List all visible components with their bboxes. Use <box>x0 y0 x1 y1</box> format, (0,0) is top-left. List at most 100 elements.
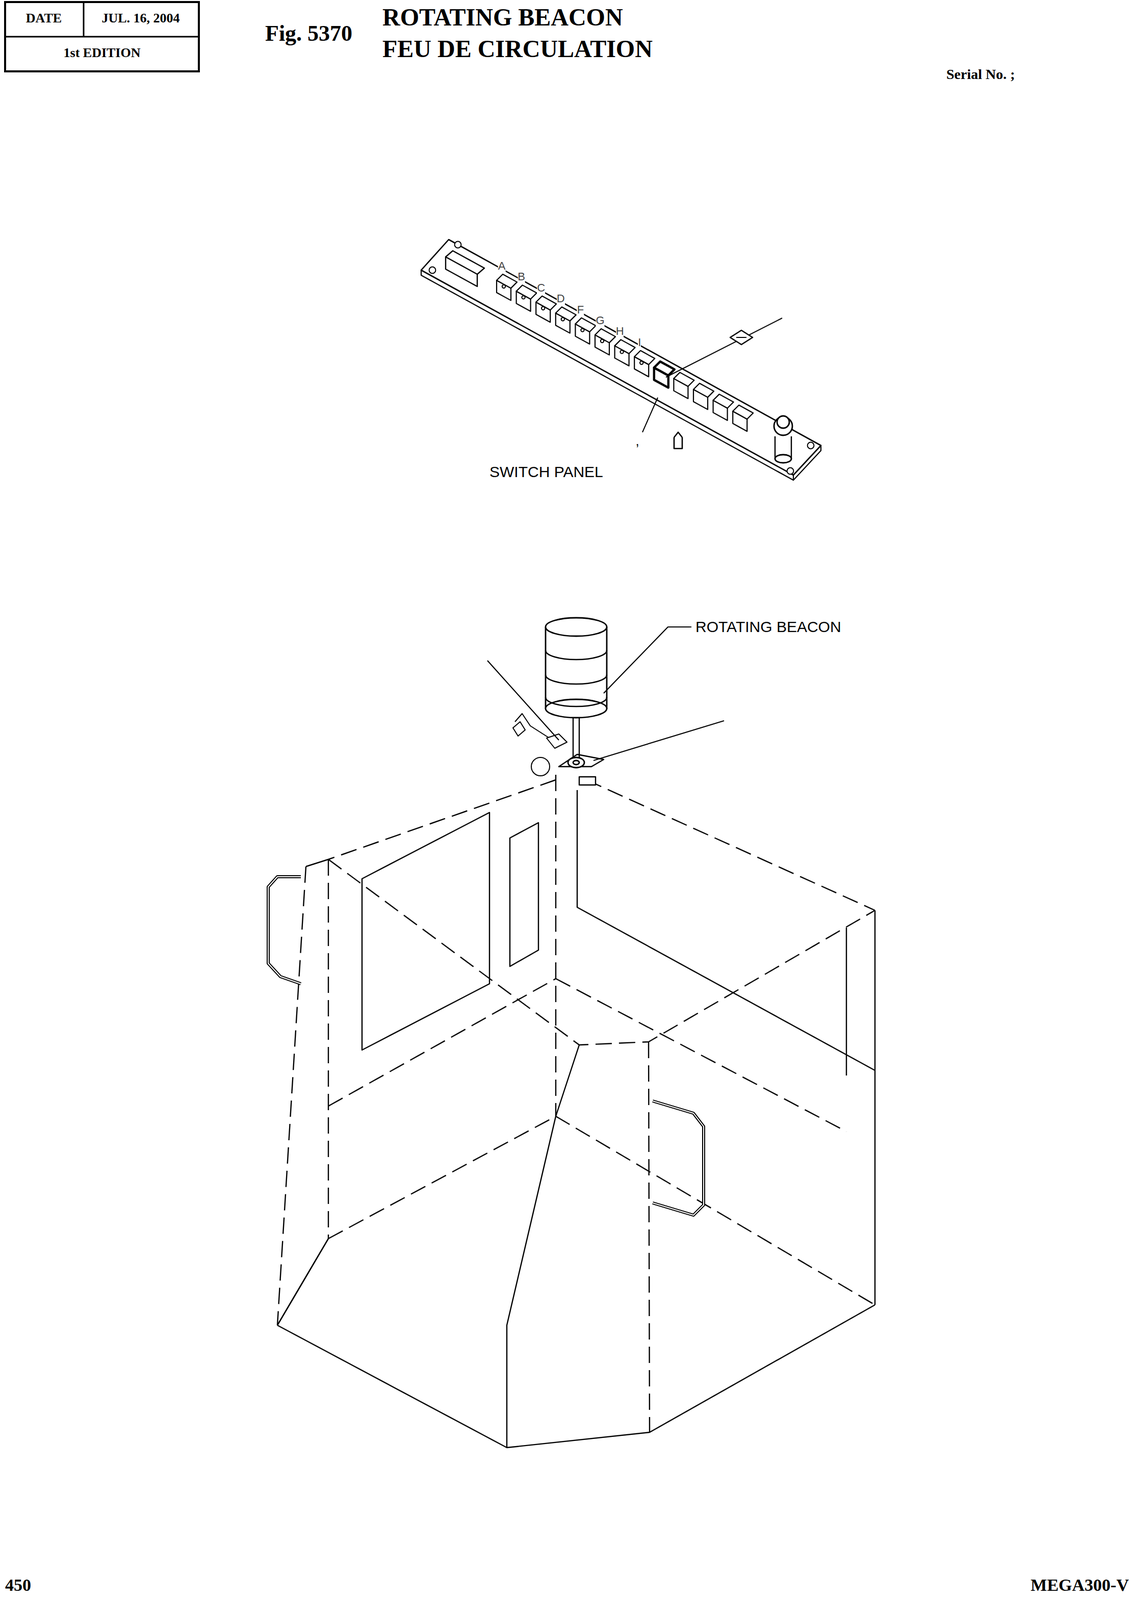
hole <box>807 442 815 450</box>
switch-cap-icon <box>736 337 747 339</box>
rocker-switch <box>535 296 557 311</box>
leader-line <box>487 660 559 741</box>
rocker-switch <box>595 328 616 343</box>
switch-letter: C <box>536 281 546 295</box>
switch-letter: G <box>595 314 605 327</box>
panel-knob <box>777 416 790 429</box>
cab-outline <box>328 1116 875 1306</box>
switch-letter: I <box>637 336 641 349</box>
switch-symbol <box>580 328 584 332</box>
connector <box>546 734 567 749</box>
connector <box>512 721 526 737</box>
cab-outline <box>555 978 847 1132</box>
table-cell: DATE <box>26 10 62 27</box>
roof-hole <box>531 757 550 777</box>
hole <box>787 468 794 475</box>
mark: , <box>635 433 639 450</box>
handrail <box>652 1101 704 1216</box>
figure-title: ROTATING BEACON <box>382 3 624 32</box>
model-name: MEGA300-V <box>1030 1575 1129 1596</box>
bulb-icon <box>674 432 683 438</box>
figure-number: Fig. 5370 <box>265 20 353 47</box>
switch-symbol <box>541 306 545 311</box>
beacon-stem <box>578 713 580 760</box>
cab-outline <box>277 866 306 1326</box>
washer <box>573 760 580 765</box>
switch-panel-edge <box>421 270 794 481</box>
serial-note: Serial No. ; <box>946 66 1016 83</box>
table-cell: 1st EDITION <box>63 45 141 61</box>
cab-outline <box>328 780 556 860</box>
panel-knob <box>775 454 792 463</box>
cab-outline <box>845 927 847 1076</box>
bulb-icon <box>674 437 683 449</box>
cab-outline <box>577 790 875 1071</box>
rocker-switch <box>634 350 655 365</box>
cab-outline <box>506 1045 580 1449</box>
beacon-body <box>545 699 607 718</box>
cab-outline <box>277 1239 329 1326</box>
handrail <box>652 1101 704 1216</box>
beacon-bracket <box>579 777 596 786</box>
cab-outline <box>555 775 557 1117</box>
switch-symbol <box>521 295 525 299</box>
leader-line <box>642 397 658 433</box>
part-name: SWITCH PANEL <box>489 463 604 482</box>
rocker-switch <box>732 405 754 420</box>
rocker-switch <box>575 318 596 332</box>
beacon-band <box>545 675 607 685</box>
switch-letter: D <box>556 292 565 306</box>
part-name: ROTATING BEACON <box>695 618 842 637</box>
rocker-switch <box>673 372 694 387</box>
table-cell: JUL. 16, 2004 <box>101 10 180 27</box>
beacon-body <box>545 627 607 709</box>
leader-line <box>603 627 692 694</box>
rocker-switch <box>693 383 714 398</box>
hole <box>429 267 436 274</box>
page-number: 450 <box>5 1575 32 1596</box>
beacon-top <box>545 617 607 637</box>
rocker-switch <box>555 306 577 321</box>
panel-window <box>445 250 485 275</box>
rocker-switch <box>614 339 636 354</box>
table-rule <box>5 36 199 38</box>
switch-letter: H <box>615 325 625 339</box>
cab-outline <box>277 1305 875 1449</box>
cab-outline <box>277 1239 329 1326</box>
date-box <box>5 2 199 72</box>
beacon-band <box>545 650 607 660</box>
hole <box>454 241 462 249</box>
switch-panel-plate <box>421 239 821 476</box>
switch-symbol <box>620 350 624 354</box>
switch-cap-icon <box>730 330 753 345</box>
cab-window <box>362 812 490 1051</box>
beacon-band <box>545 697 607 707</box>
cab-window <box>509 822 539 967</box>
figure-title: FEU DE CIRCULATION <box>382 34 653 63</box>
cab-outline <box>648 1042 650 1433</box>
switch-letter: B <box>517 270 526 284</box>
table-rule <box>83 2 85 37</box>
washer <box>568 757 585 768</box>
cab-outline <box>874 910 876 1306</box>
cab-outline <box>586 780 875 911</box>
cab-outline <box>327 859 329 1240</box>
switch-symbol <box>639 361 643 365</box>
rocker-switch <box>713 394 734 408</box>
cab-outline <box>328 859 875 1046</box>
beacon-stem <box>572 713 574 760</box>
switch-panel-edge <box>793 445 821 481</box>
switch-symbol <box>600 339 604 343</box>
leader-line <box>593 720 725 761</box>
rocker-switch <box>654 361 675 376</box>
switch-symbol <box>561 317 565 321</box>
switch-letter: A <box>498 259 506 273</box>
switch-symbol <box>502 285 506 289</box>
rocker-switch <box>496 274 518 289</box>
cab-outline <box>305 859 329 867</box>
handrail <box>268 876 301 985</box>
leader-line <box>665 318 783 378</box>
handrail <box>268 876 301 985</box>
